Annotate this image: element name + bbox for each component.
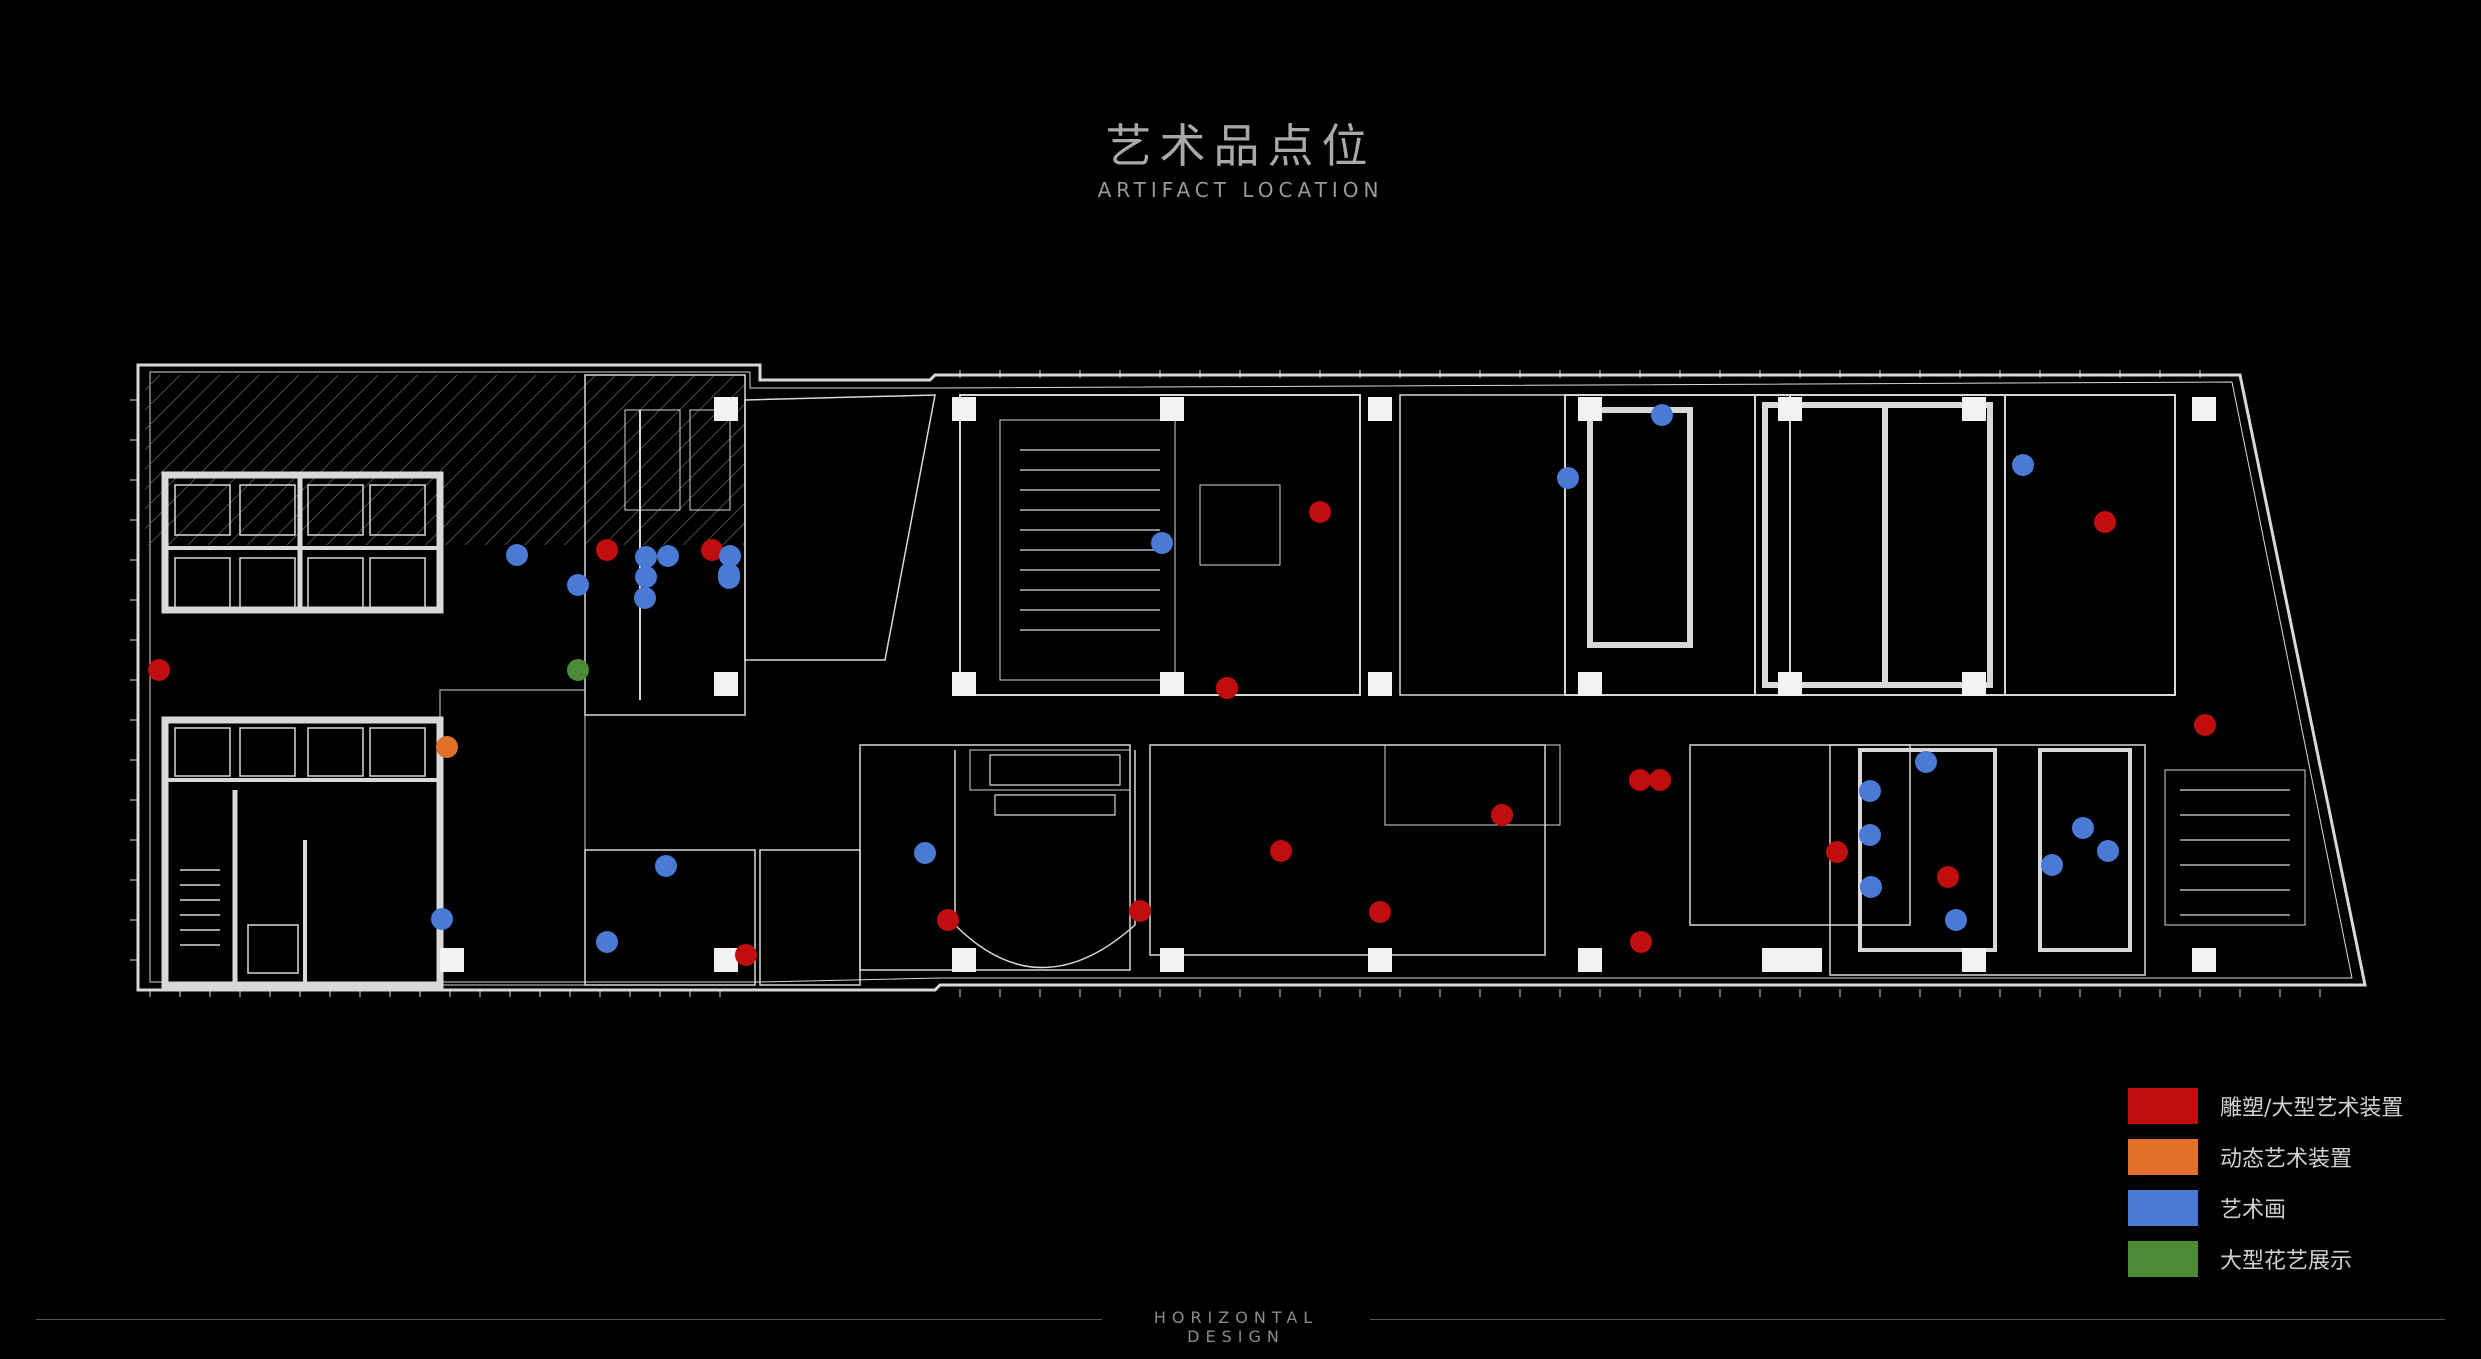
- legend-swatch-dynamic: [2128, 1139, 2198, 1175]
- page-subtitle: ARTIFACT LOCATION: [1097, 178, 1384, 202]
- legend-swatch-sculpture: [2128, 1088, 2198, 1124]
- marker-sculpture: [1826, 841, 1848, 863]
- marker-sculpture: [1937, 866, 1959, 888]
- footer-rule-right: [1370, 1319, 2445, 1320]
- legend-label-floral: 大型花艺展示: [2220, 1249, 2353, 1274]
- legend-swatch-painting: [2128, 1190, 2198, 1226]
- marker-sculpture: [1630, 931, 1652, 953]
- artifact-markers: [148, 404, 2216, 966]
- marker-sculpture: [735, 944, 757, 966]
- marker-painting: [506, 544, 528, 566]
- legend-label-sculpture: 雕塑/大型艺术装置: [2220, 1096, 2404, 1121]
- marker-painting: [1151, 532, 1173, 554]
- footer-brand: HORIZONTAL DESIGN: [1153, 1308, 1319, 1346]
- legend-item-floral: 大型花艺展示: [2128, 1241, 2403, 1277]
- marker-painting: [2041, 854, 2063, 876]
- marker-sculpture: [596, 539, 618, 561]
- marker-painting: [1859, 780, 1881, 802]
- marker-painting: [657, 545, 679, 567]
- marker-painting: [2012, 454, 2034, 476]
- marker-sculpture: [1629, 769, 1651, 791]
- marker-painting: [1860, 876, 1882, 898]
- marker-painting: [635, 566, 657, 588]
- marker-sculpture: [2094, 511, 2116, 533]
- marker-painting: [719, 545, 741, 567]
- marker-painting: [567, 574, 589, 596]
- marker-sculpture: [1491, 804, 1513, 826]
- marker-painting: [2072, 817, 2094, 839]
- marker-painting: [1651, 404, 1673, 426]
- marker-painting: [1557, 467, 1579, 489]
- marker-floral: [567, 659, 589, 681]
- marker-painting: [596, 931, 618, 953]
- marker-sculpture: [1649, 769, 1671, 791]
- marker-painting: [914, 842, 936, 864]
- marker-sculpture: [701, 539, 723, 561]
- marker-dynamic: [436, 736, 458, 758]
- marker-painting: [1859, 824, 1881, 846]
- marker-sculpture: [937, 909, 959, 931]
- marker-sculpture: [1309, 501, 1331, 523]
- marker-painting: [431, 908, 453, 930]
- marker-painting: [1915, 751, 1937, 773]
- marker-sculpture: [148, 659, 170, 681]
- marker-painting: [718, 567, 740, 589]
- marker-painting: [655, 855, 677, 877]
- marker-sculpture: [1129, 900, 1151, 922]
- legend-label-painting: 艺术画: [2220, 1198, 2287, 1223]
- legend-label-dynamic: 动态艺术装置: [2220, 1147, 2353, 1172]
- marker-painting: [1945, 909, 1967, 931]
- legend-item-sculpture: 雕塑/大型艺术装置: [2128, 1088, 2403, 1124]
- legend: 雕塑/大型艺术装置 动态艺术装置 艺术画 大型花艺展示: [2128, 1088, 2403, 1292]
- footer-rule-left: [36, 1319, 1102, 1320]
- marker-sculpture: [1270, 840, 1292, 862]
- marker-painting: [635, 546, 657, 568]
- page-title: 艺术品点位: [1105, 119, 1376, 173]
- legend-item-dynamic: 动态艺术装置: [2128, 1139, 2403, 1175]
- legend-swatch-floral: [2128, 1241, 2198, 1277]
- marker-painting: [634, 587, 656, 609]
- marker-sculpture: [1216, 677, 1238, 699]
- marker-painting: [2097, 840, 2119, 862]
- legend-item-painting: 艺术画: [2128, 1190, 2403, 1226]
- marker-sculpture: [1369, 901, 1391, 923]
- marker-sculpture: [2194, 714, 2216, 736]
